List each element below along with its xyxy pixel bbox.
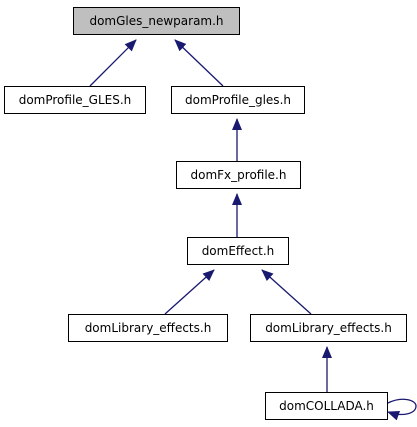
node-dom-effect[interactable]: domEffect.h [187,237,289,265]
node-dom-profile-gles-upper[interactable]: domProfile_GLES.h [4,86,146,114]
edge-library-effects-1-to-effect [164,269,215,315]
node-dom-gles-newparam: domGles_newparam.h [73,7,240,35]
node-dom-fx-profile[interactable]: domFx_profile.h [176,161,301,189]
node-dom-profile-gles-lower[interactable]: domProfile_gles.h [171,86,305,114]
node-dom-library-effects-2[interactable]: domLibrary_effects.h [250,314,407,342]
node-dom-collada[interactable]: domCOLLADA.h [265,392,388,420]
edge-profile-gles-upper-to-root [89,39,137,87]
edge-library-effects-2-to-effect [261,269,312,315]
edge-collada-to-collada [387,398,417,421]
node-dom-library-effects-1[interactable]: domLibrary_effects.h [68,314,228,342]
edge-profile-gles-lower-to-root [174,39,224,87]
